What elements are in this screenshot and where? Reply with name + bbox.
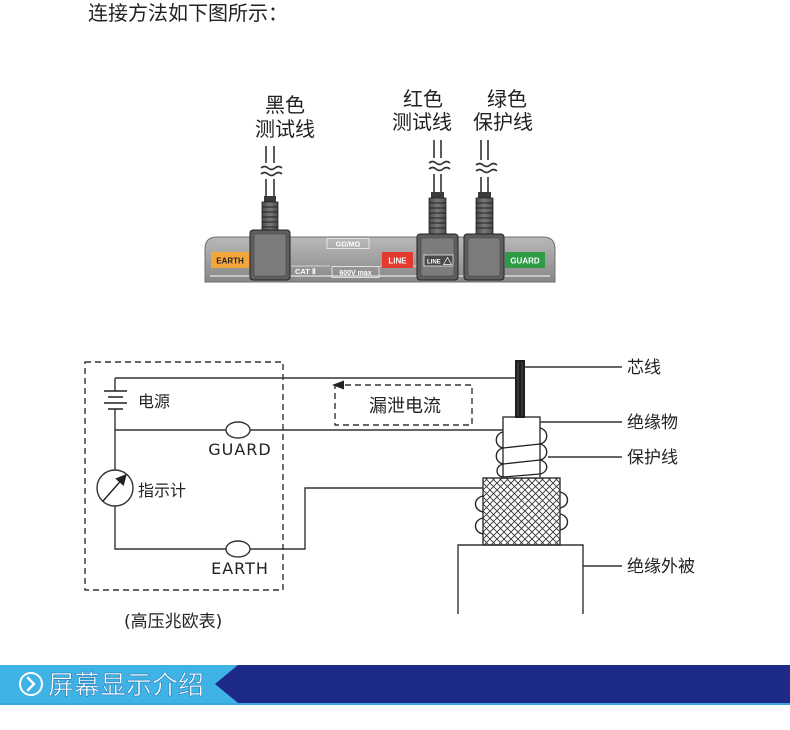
category-mark: CAT Ⅱ: [295, 267, 316, 276]
voltage-mark-frame: [331, 266, 380, 278]
core-wire-label: 芯线: [627, 358, 661, 378]
guard-terminal-circle: [225, 421, 251, 439]
red-lead-label-line2: 测试线: [392, 110, 452, 134]
internal-wire: [114, 378, 226, 550]
banner-navy-band: [215, 665, 790, 703]
earth-terminal-circle: [225, 540, 251, 558]
black-test-lead: [260, 146, 283, 198]
line-terminal-label: LINE: [388, 257, 407, 266]
guard-coil: [495, 427, 548, 478]
earth-terminal-text: EARTH: [211, 559, 269, 578]
plug-mark-frame: [423, 254, 454, 267]
instrument-caption: (高压兆欧表): [124, 612, 222, 632]
guard-shield: [482, 477, 561, 546]
chevron-right-circle-icon: [19, 672, 43, 696]
range-mark: GΩ/MΩ: [336, 242, 361, 249]
voltage-mark: 600V max: [339, 270, 371, 277]
red-lead-plug: LINE: [416, 192, 459, 281]
meter-dial-icon: [96, 469, 134, 507]
megohmmeter-frame: [84, 361, 284, 591]
earth-terminal-tag: [211, 252, 249, 268]
green-guard-lead: [475, 140, 498, 194]
section-banner: 屏幕显示介绍: [0, 665, 790, 705]
earth-wire: [250, 487, 483, 550]
power-label: 电源: [138, 392, 170, 411]
black-lead-plug: [249, 196, 291, 281]
line-terminal-tag: [382, 252, 413, 268]
red-test-lead: [428, 140, 451, 194]
guard-terminal-label: GUARD: [510, 257, 540, 266]
connection-schematic: 电源 GUARD 指示计 EARTH 漏泄电流 芯线: [84, 358, 695, 632]
leakage-current-frame: [334, 384, 473, 426]
leakage-arrow-icon: [332, 380, 344, 390]
insulation-label: 绝缘物: [627, 413, 678, 433]
green-lead-label-line1: 绿色: [487, 87, 527, 111]
outer-jacket-label: 绝缘外被: [627, 557, 695, 577]
guard-terminal-tag: [505, 252, 545, 268]
meter-label: 指示计: [138, 481, 186, 500]
leakage-current-label: 漏泄电流: [369, 396, 441, 417]
core-wire: [515, 360, 525, 418]
black-lead-label-line1: 黑色: [265, 93, 305, 117]
shield-coil: [474, 491, 569, 535]
black-lead-label-line2: 测试线: [255, 117, 315, 141]
earth-terminal-label: EARTH: [216, 257, 244, 266]
plug-mark: LINE: [427, 259, 441, 265]
intro-text: 连接方法如下图所示：: [88, 1, 288, 25]
guard-wire-label: 保护线: [627, 448, 678, 468]
tester-device-illustration: 黑色 测试线 红色 测试线 绿色 保护线 EARTH LINE GUARD: [204, 87, 556, 283]
warning-triangle-icon: [442, 256, 453, 265]
guard-terminal-text: GUARD: [208, 440, 272, 459]
green-lead-label-line2: 保护线: [473, 110, 533, 134]
banner-title: 屏幕显示介绍: [48, 671, 204, 701]
green-lead-plug: [463, 192, 505, 281]
cable-cross-section: [457, 360, 584, 615]
red-lead-label-line1: 红色: [403, 87, 443, 111]
battery-icon: [104, 390, 127, 410]
banner-underline: [0, 703, 790, 705]
range-mark-frame: [326, 238, 370, 249]
